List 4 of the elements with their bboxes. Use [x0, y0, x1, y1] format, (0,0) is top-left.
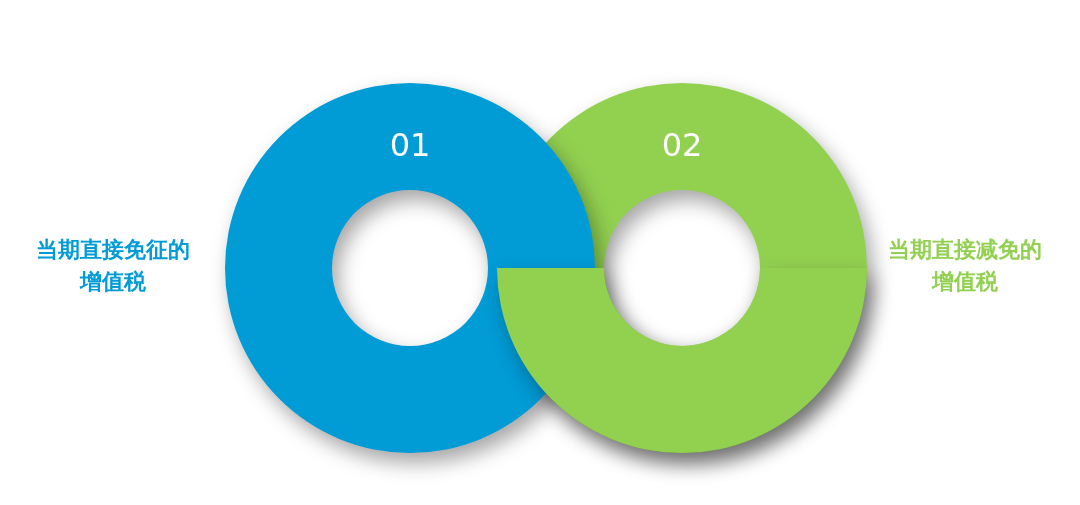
side-caption: 当期直接免征的增值税	[35, 236, 191, 296]
ring-number: 01	[388, 125, 432, 165]
ring-number: 02	[660, 125, 704, 165]
side-caption: 当期直接减免的增值税	[887, 236, 1043, 296]
